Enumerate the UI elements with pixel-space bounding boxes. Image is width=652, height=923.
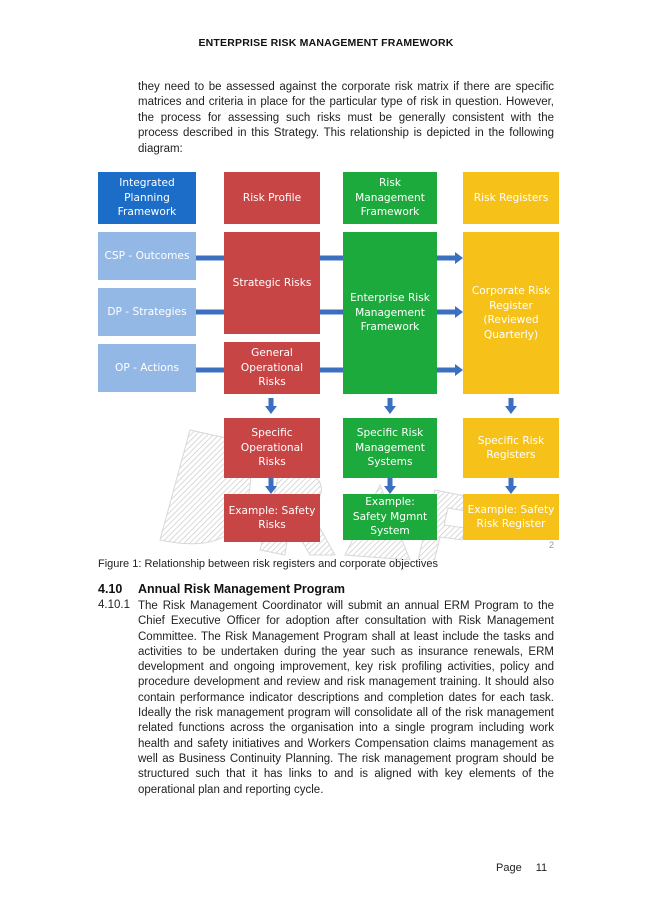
section-number: 4.10 [98, 582, 123, 596]
specific-risk-registers-box: Specific Risk Registers [463, 418, 559, 478]
general-operational-risks-box: General Operational Risks [224, 342, 320, 394]
dp-strategies-box: DP - Strategies [98, 288, 196, 336]
specific-operational-risks-box: Specific Operational Risks [224, 418, 320, 478]
arrow-down-specific-to-example-col4 [505, 478, 517, 494]
arrow-down-erm-to-systems [384, 398, 396, 414]
integrated-planning-framework-box: Integrated Planning Framework [98, 172, 196, 224]
arrow-strategic-to-erm-2 [320, 309, 343, 315]
example-safety-mgmnt-system-box: Example: Safety Mgmnt System [343, 494, 437, 540]
arrow-down-systems-to-example-col3 [384, 478, 396, 494]
arrow-strategic-to-erm-1 [320, 255, 343, 261]
arrow-general-to-erm [320, 367, 343, 373]
risk-management-framework-box: Risk Management Framework [343, 172, 437, 224]
arrow-dp-to-strategic [196, 309, 224, 315]
arrow-csp-to-strategic [196, 255, 224, 261]
example-safety-risks-box: Example: Safety Risks [224, 494, 320, 542]
specific-risk-management-systems-box: Specific Risk Management Systems [343, 418, 437, 478]
arrow-down-register-to-specific [505, 398, 517, 414]
page-label: Page [496, 862, 522, 874]
section-body-paragraph: The Risk Management Coordinator will sub… [138, 600, 554, 796]
arrow-erm-to-register-3 [437, 364, 463, 376]
page-footer: Page 11 [496, 862, 547, 874]
example-safety-risk-register-box: Example: Safety Risk Register [463, 494, 559, 540]
csp-outcomes-box: CSP - Outcomes [98, 232, 196, 280]
enterprise-risk-management-framework-box: Enterprise Risk Management Framework [343, 232, 437, 394]
corporate-risk-register-box: Corporate Risk Register (Reviewed Quarte… [463, 232, 559, 394]
arrow-down-general-to-specific [265, 398, 277, 414]
subsection-number: 4.10.1 [98, 599, 130, 611]
arrow-op-to-general [196, 367, 224, 373]
arrow-erm-to-register-1 [437, 252, 463, 264]
page-number: 11 [535, 862, 548, 874]
arrow-down-specific-to-example-col2 [265, 478, 277, 494]
section-title: Annual Risk Management Program [138, 582, 345, 596]
op-actions-box: OP - Actions [98, 344, 196, 392]
intro-paragraph: they need to be assessed against the cor… [138, 81, 554, 155]
risk-profile-box: Risk Profile [224, 172, 320, 224]
strategic-risks-box: Strategic Risks [224, 232, 320, 334]
risk-registers-box: Risk Registers [463, 172, 559, 224]
arrow-erm-to-register-2 [437, 306, 463, 318]
document-header: ENTERPRISE RISK MANAGEMENT FRAMEWORK [198, 37, 454, 49]
figure-caption: Figure 1: Relationship between risk regi… [98, 558, 438, 570]
diagram-corner-mark: 2 [549, 540, 555, 550]
